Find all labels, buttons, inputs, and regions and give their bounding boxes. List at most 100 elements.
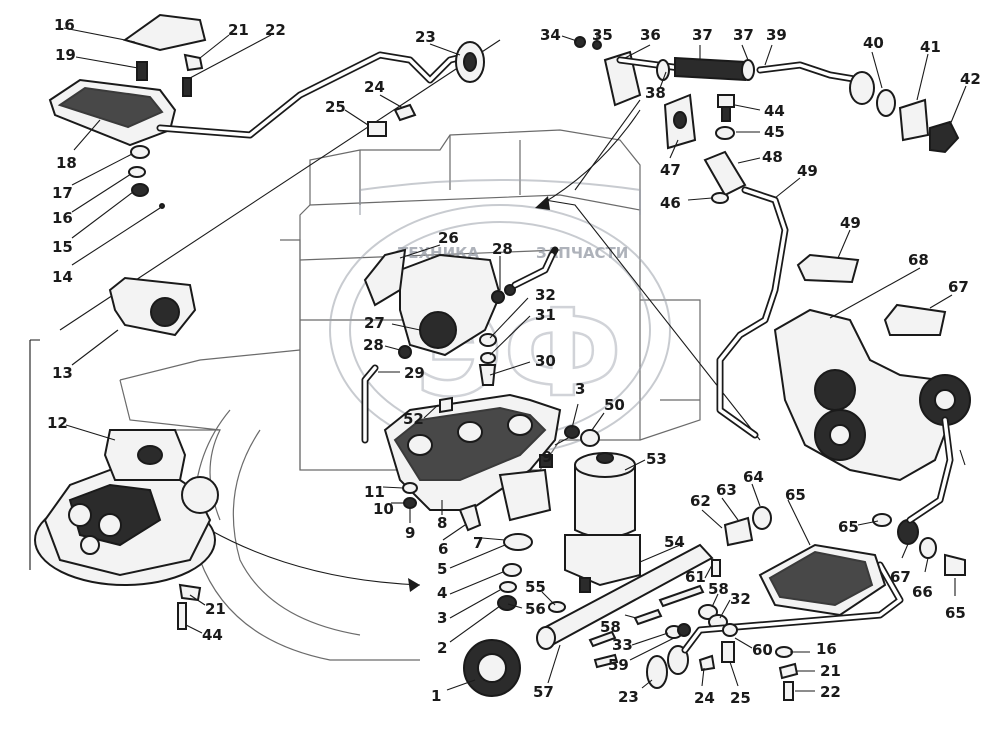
washers-left — [128, 145, 165, 209]
callout-57: 58 — [708, 580, 729, 598]
oil-pump-68 — [773, 308, 971, 524]
callout-9-right: 9 — [542, 448, 552, 466]
callout-11: 11 — [364, 483, 385, 501]
callout-21-mid: 21 — [205, 600, 226, 618]
callout-32-b: 32 — [730, 590, 751, 608]
valve-cover-63 — [758, 543, 887, 617]
centrifugal-filter-51 — [564, 452, 641, 593]
callout-52: 54 — [664, 533, 685, 551]
callout-43: 44 — [764, 102, 785, 120]
callout-67: 67 — [948, 278, 969, 296]
callout-54: 56 — [525, 600, 546, 618]
callout-40: 41 — [920, 38, 941, 56]
callout-8: 8 — [437, 514, 447, 532]
callout-48: 49 — [840, 214, 861, 232]
bolts-top-center — [367, 103, 417, 137]
gaskets-48-67 — [796, 253, 947, 336]
callout-37-top: 37 — [733, 26, 754, 44]
callout-26: 26 — [438, 229, 459, 247]
callout-6: 6 — [438, 540, 448, 558]
callouts: 16 19 18 17 16 15 14 13 12 21 22 23 24 2… — [47, 16, 981, 707]
small-parts-center — [402, 425, 600, 611]
oil-pump-assembly-27 — [361, 246, 559, 444]
oil-filter-base-8 — [383, 393, 562, 522]
callout-56: 58 — [600, 618, 621, 636]
callout-37-mid: 38 — [645, 84, 666, 102]
callout-23-top: 23 — [415, 28, 436, 46]
pins-and-nuts — [593, 623, 738, 669]
oil-pipe-lower — [646, 561, 904, 689]
callout-25-top: 25 — [325, 98, 346, 116]
callout-3-mid: 3 — [575, 380, 585, 398]
callout-42: 44 — [202, 626, 223, 644]
callout-3-low: 3 — [437, 609, 447, 627]
callout-58-right: 60 — [752, 641, 773, 659]
callout-20: 16 — [54, 16, 75, 34]
callout-32-a: 32 — [535, 286, 556, 304]
callout-24-low: 24 — [694, 689, 715, 707]
callout-23-low: 23 — [618, 688, 639, 706]
callout-45: 47 — [660, 161, 681, 179]
callout-21-top: 21 — [228, 21, 249, 39]
callout-16: 16 — [52, 209, 73, 227]
callout-68: 68 — [908, 251, 929, 269]
callout-13: 13 — [52, 364, 73, 382]
oil-pipe-47 — [663, 93, 789, 439]
callout-50: 52 — [403, 410, 424, 428]
callout-30: 30 — [535, 352, 556, 370]
callout-27: 27 — [364, 314, 385, 332]
watermark-brand-right: ЗАПЧАСТИ — [536, 244, 628, 262]
callout-62: 64 — [743, 468, 764, 486]
callout-66: 67 — [890, 568, 911, 586]
callout-24-top: 24 — [364, 78, 385, 96]
callout-12: 12 — [47, 414, 68, 432]
callout-36: 37 — [692, 26, 713, 44]
callout-14: 14 — [52, 268, 73, 286]
oil-pipe-upper-left — [156, 41, 485, 139]
callout-64: 65 — [945, 604, 966, 622]
callout-63: 65 — [785, 486, 806, 504]
callout-41: 42 — [960, 70, 981, 88]
callout-29: 29 — [404, 364, 425, 382]
callout-60: 62 — [690, 492, 711, 510]
callout-44-mid: 46 — [660, 194, 681, 212]
callout-44-top: 45 — [764, 123, 785, 141]
fittings-right-bottom — [775, 513, 966, 701]
callout-59: 61 — [685, 568, 706, 586]
callout-55: 57 — [533, 683, 554, 701]
callout-39: 40 — [863, 34, 884, 52]
flow-arrows — [209, 109, 641, 592]
callout-7: 7 — [473, 534, 483, 552]
callout-47: 49 — [797, 162, 818, 180]
callout-28-mid: 28 — [363, 336, 384, 354]
oil-pipe-top-right — [574, 36, 960, 154]
callout-25-low: 25 — [730, 689, 751, 707]
callout-61: 63 — [716, 481, 737, 499]
callout-5: 5 — [437, 560, 447, 578]
callout-46: 48 — [762, 148, 783, 166]
callout-16-low: 16 — [816, 640, 837, 658]
gasket-13 — [108, 276, 197, 337]
callout-19: 19 — [55, 46, 76, 64]
callout-38: 39 — [766, 26, 787, 44]
callout-2: 2 — [437, 639, 447, 657]
callout-58-left: 59 — [608, 656, 629, 674]
callout-21-low: 21 — [820, 662, 841, 680]
drive-shaft-52 — [463, 506, 772, 697]
callout-31: 31 — [535, 306, 556, 324]
callout-65-a: 65 — [838, 518, 859, 536]
callout-34: 35 — [592, 26, 613, 44]
callout-49: 50 — [604, 396, 625, 414]
callout-65-b: 66 — [912, 583, 933, 601]
callout-17: 17 — [52, 184, 73, 202]
callout-33: 34 — [540, 26, 561, 44]
callout-15: 15 — [52, 238, 73, 256]
callout-35: 36 — [640, 26, 661, 44]
oil-pump-assembly-12 — [34, 429, 219, 630]
callout-53: 55 — [525, 578, 546, 596]
callout-9-left: 9 — [405, 524, 415, 542]
callout-10: 10 — [373, 500, 394, 518]
callout-4: 4 — [437, 584, 447, 602]
callout-1: 1 — [431, 687, 441, 705]
